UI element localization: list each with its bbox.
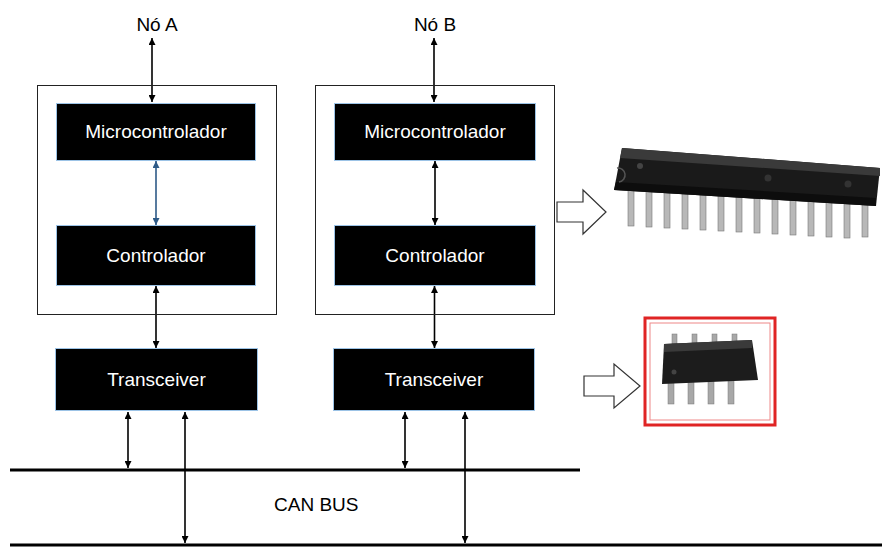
node-group: Nó AMicrocontroladorControlador (37, 85, 277, 315)
dip-chip-picture (614, 148, 880, 238)
block-label: Controlador (385, 245, 484, 267)
block-box: Microcontrolador (56, 103, 256, 161)
bus-arrow (127, 412, 129, 468)
node-title: Nó B (316, 14, 554, 36)
label-holder: CAN BUS (272, 494, 360, 516)
bus-arrow (404, 412, 406, 468)
block-box: Transceiver (55, 348, 258, 411)
node-title: Nó A (38, 14, 276, 36)
bus-line (10, 544, 882, 547)
pointer-arrow (557, 190, 606, 234)
bus-arrow (184, 412, 186, 543)
pointer-arrow (584, 364, 640, 408)
node-group: Nó BMicrocontroladorControlador (315, 85, 555, 315)
block-label: Microcontrolador (364, 121, 506, 143)
block-label: Transceiver (385, 369, 484, 391)
block-box: Microcontrolador (334, 103, 536, 161)
bus-line (10, 469, 580, 472)
io-arrow (151, 38, 153, 102)
block-box: Transceiver (333, 348, 535, 411)
block-label: Transceiver (107, 369, 206, 391)
block-box: Controlador (56, 225, 256, 286)
bidirectional-arrow (155, 161, 157, 225)
block-label: Controlador (106, 245, 205, 267)
bus-label: CAN BUS (272, 494, 360, 516)
transceiver-chip-picture (645, 318, 775, 425)
bidirectional-arrow (155, 286, 157, 348)
bidirectional-arrow (434, 286, 436, 348)
io-arrow (433, 38, 435, 102)
block-label: Microcontrolador (85, 121, 227, 143)
bidirectional-arrow (434, 161, 436, 225)
bus-arrow (464, 412, 466, 543)
block-box: Controlador (334, 225, 536, 286)
